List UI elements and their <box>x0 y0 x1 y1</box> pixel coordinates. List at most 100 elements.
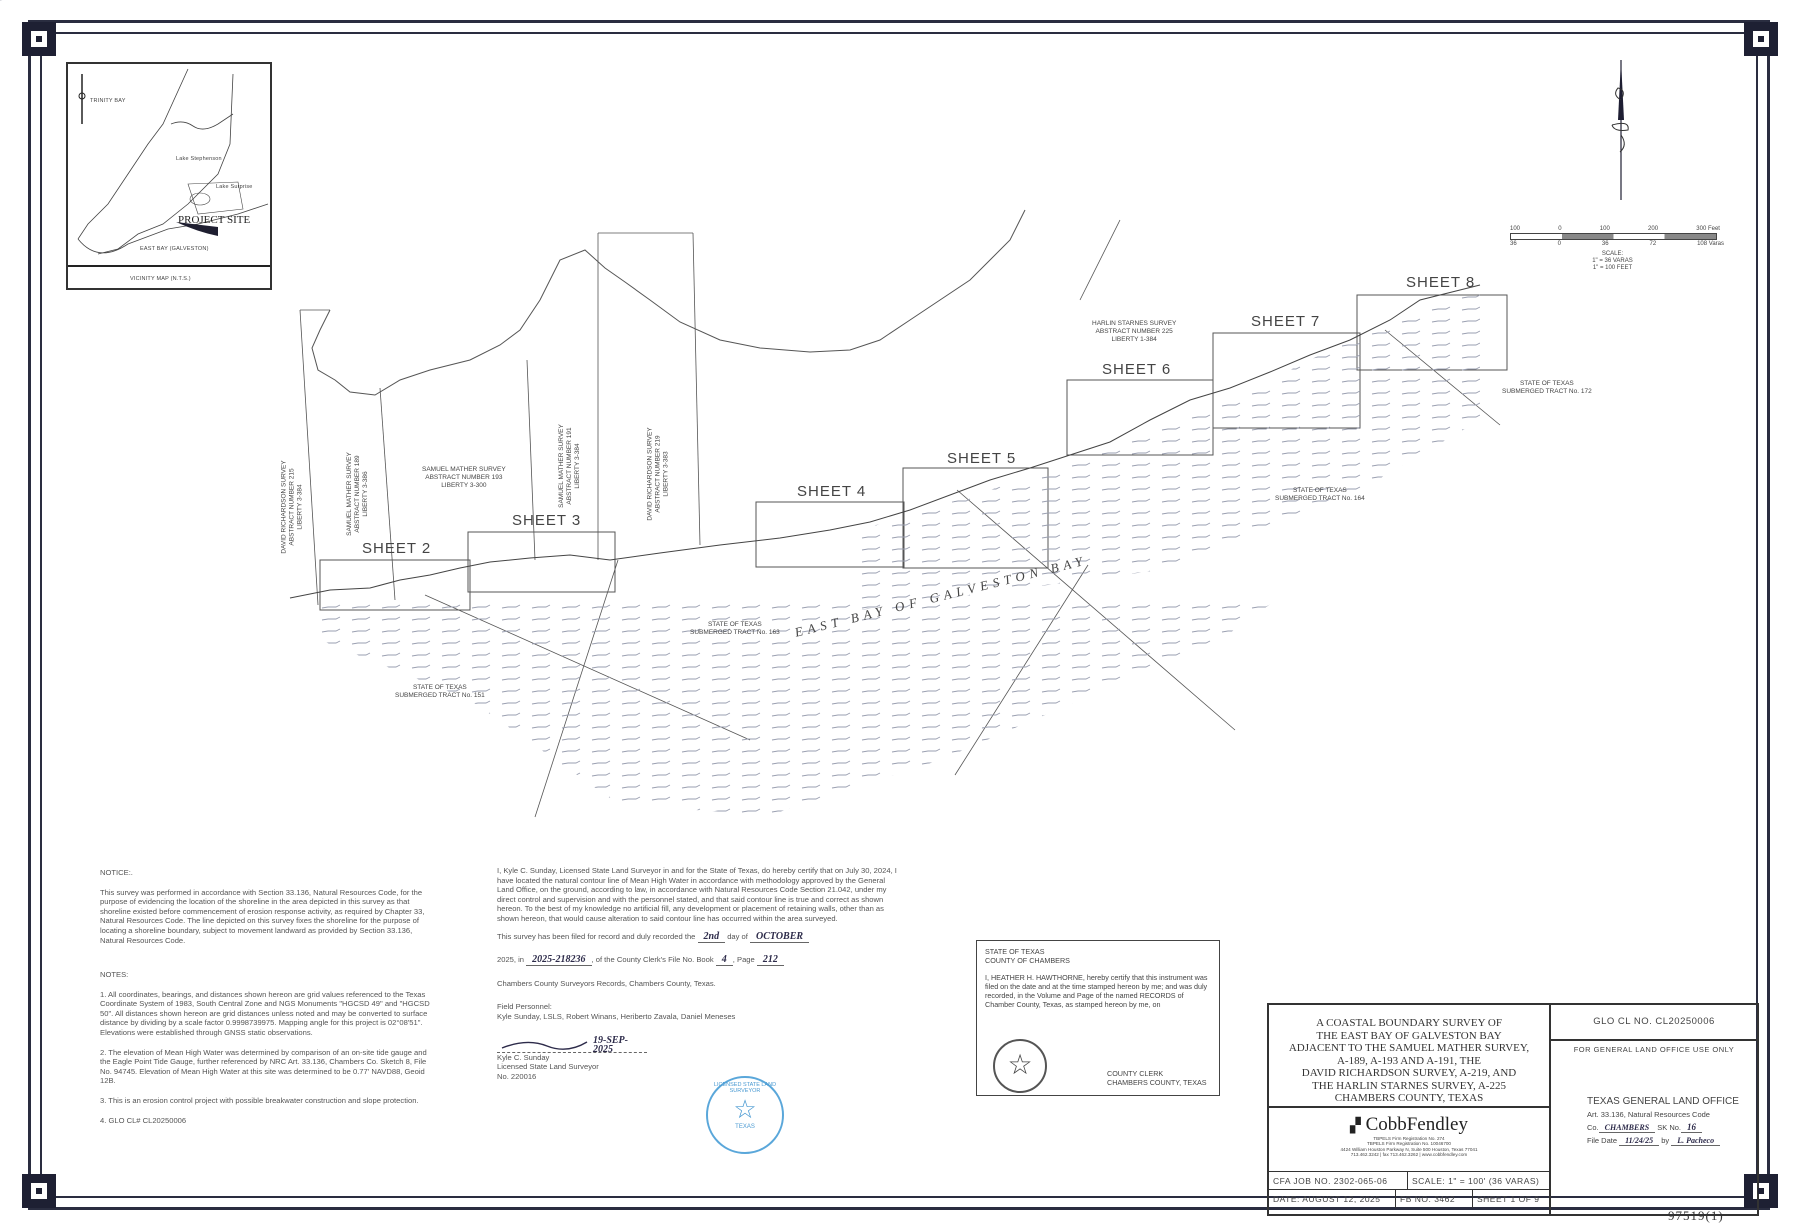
glo-filed-by: L. Pacheco <box>1671 1136 1721 1146</box>
corner-ornament-bottom-left <box>22 1174 56 1208</box>
scale-bar-graphic <box>1510 233 1717 240</box>
sheet-6-label[interactable]: SHEET 6 <box>1102 361 1172 378</box>
project-site-label: PROJECT SITE <box>178 214 251 226</box>
book-number: 4 <box>715 954 733 967</box>
water-hatch-icon <box>860 290 1480 610</box>
lake-stephenson-label: Lake Stephenson <box>176 156 222 162</box>
job-number: CFA JOB NO. 2302-065-06 <box>1269 1172 1408 1189</box>
signer-name: Kyle C. Sunday <box>497 1052 550 1062</box>
county-clerk-box: STATE OF TEXAS COUNTY OF CHAMBERS I, HEA… <box>976 940 1220 1096</box>
signature-line: 19-SEP-2025 <box>497 1034 647 1056</box>
sheet-7-label[interactable]: SHEET 7 <box>1251 313 1321 330</box>
scale-tick: 72 <box>1649 241 1657 247</box>
signer-title: Licensed State Land Surveyor <box>497 1062 599 1072</box>
corner-ornament-top-right <box>1744 22 1778 56</box>
sheet-number: SHEET 1 OF 9 <box>1477 1194 1540 1204</box>
document-number: 97519(1) <box>1668 1208 1724 1223</box>
glo-file-line: File Date 11/24/25 by L. Pacheco <box>1587 1134 1739 1147</box>
glo-stamp: TEXAS GENERAL LAND OFFICE Art. 33.136, N… <box>1587 1095 1739 1147</box>
title-block: A COASTAL BOUNDARY SURVEY OF THE EAST BA… <box>1267 1003 1551 1216</box>
clerk-sig-county: CHAMBERS COUNTY, TEXAS <box>1107 1078 1207 1087</box>
east-bay-label: EAST BAY (GALVESTON) <box>140 246 209 252</box>
clerk-sig-title: COUNTY CLERK <box>1107 1069 1164 1078</box>
glo-stamp-title: TEXAS GENERAL LAND OFFICE <box>1587 1096 1739 1107</box>
field-personnel: Kyle Sunday, LSLS, Robert Winans, Heribe… <box>497 1011 736 1021</box>
scale-tick: 200 <box>1648 226 1659 232</box>
seal-text: LICENSED STATE LAND SURVEYOR <box>713 1082 777 1094</box>
page-number: 212 <box>756 954 784 967</box>
sheet-3-label[interactable]: SHEET 3 <box>512 512 582 529</box>
firm-logo: ▞ CobbFendley <box>1350 1114 1468 1135</box>
firm-registration: TBPELS Firm Registration No. 10046700 <box>1366 1141 1451 1147</box>
glo-county: CHAMBERS <box>1598 1123 1656 1133</box>
note-item: 3. This is an erosion control project wi… <box>100 1095 419 1105</box>
surveyor-seal: LICENSED STATE LAND SURVEYOR ☆ TEXAS <box>706 1076 784 1154</box>
corner-ornament-top-left <box>22 22 56 56</box>
sheet-4-label[interactable]: SHEET 4 <box>797 483 867 500</box>
notice-body: This survey was performed in accordance … <box>100 887 425 945</box>
scale-tick: 36 <box>1510 241 1517 247</box>
note-item: 4. GLO CL# CL20250006 <box>100 1115 187 1125</box>
outer-border <box>28 20 1770 1210</box>
star-icon: ☆ <box>733 1094 757 1124</box>
scale-bar: 100 0 100 200 300 Feet 36 0 36 72 108 Va… <box>1510 226 1740 272</box>
glo-sketch-number: 16 <box>1681 1122 1702 1133</box>
survey-title: A COASTAL BOUNDARY SURVEY OF THE EAST BA… <box>1269 1005 1549 1108</box>
inner-border <box>40 32 1758 1198</box>
glo-block: GLO CL NO. CL20250006 FOR GENERAL LAND O… <box>1549 1003 1759 1216</box>
signature-icon <box>501 1040 588 1050</box>
scale-tick: 0 <box>1558 226 1562 232</box>
glo-use-only: FOR GENERAL LAND OFFICE USE ONLY <box>1573 1045 1735 1054</box>
firm-registration: TBPELS Firm Registration No. 274 <box>1373 1136 1445 1141</box>
filed-day: 2nd <box>697 930 726 943</box>
glo-county-line: Co.CHAMBERS SK No.16 <box>1587 1121 1739 1134</box>
clerk-body: I, HEATHER H. HAWTHORNE, hereby certify … <box>985 973 1208 1009</box>
records-line: Chambers County Surveyors Records, Chamb… <box>497 978 716 988</box>
scale-tick: 0 <box>1557 241 1561 247</box>
vicinity-map-drawing <box>68 68 270 267</box>
water-pattern <box>320 600 1500 815</box>
notes-heading: NOTES: <box>100 970 129 979</box>
file-number-line: 2025, in 2025-218236, of the County Cler… <box>497 954 897 967</box>
county-seal-icon: ☆ <box>993 1039 1047 1093</box>
vicinity-map-title: VICINITY MAP (N.T.S.) <box>130 276 191 282</box>
note-item: 1. All coordinates, bearings, and distan… <box>100 989 430 1037</box>
field-personnel-label: Field Personnel: <box>497 1002 552 1012</box>
corner-ornament-bottom-right <box>1744 1174 1778 1208</box>
note-item: 2. The elevation of Mean High Water was … <box>100 1047 427 1086</box>
date-sheet-row: DATE: AUGUST 12, 2025 FB NO. 3462 SHEET … <box>1269 1190 1549 1208</box>
sheet-2-label[interactable]: SHEET 2 <box>362 540 432 557</box>
firm-contact: 713.462.3242 | fax 713.462.3262 | www.co… <box>1350 1152 1468 1158</box>
vicinity-map: TRINITY BAY Lake Stephenson Lake Surpris… <box>66 62 272 290</box>
glo-cl-number: GLO CL NO. CL20250006 <box>1551 1005 1757 1041</box>
glo-stamp-article: Art. 33.136, Natural Resources Code <box>1587 1110 1710 1119</box>
sheet-5-label[interactable]: SHEET 5 <box>947 450 1017 467</box>
clerk-state: STATE OF TEXAS <box>985 947 1045 956</box>
scale-tick: 36 <box>1601 241 1609 247</box>
notice-section: NOTICE:. This survey was performed in ac… <box>100 868 430 955</box>
scale-tick: 300 Feet <box>1696 226 1720 232</box>
signature-date: 19-SEP-2025 <box>593 1034 628 1056</box>
notice-heading: NOTICE:. <box>100 868 133 877</box>
firm-logo-icon: ▞ <box>1350 1119 1361 1134</box>
survey-date: DATE: AUGUST 12, 2025 <box>1269 1190 1396 1208</box>
filed-month: OCTOBER <box>750 930 810 943</box>
water-hatch-icon <box>320 600 1276 815</box>
signer-license-number: No. 220016 <box>497 1071 537 1081</box>
sheet-8-label[interactable]: SHEET 8 <box>1406 274 1476 291</box>
trinity-bay-label: TRINITY BAY <box>90 98 126 104</box>
firm-address: 4424 William Houston Parkway N, Suite 50… <box>1340 1146 1478 1152</box>
scale-tick: 108 Varas <box>1697 241 1724 247</box>
notes-section: NOTES: 1. All coordinates, bearings, and… <box>100 970 430 1135</box>
